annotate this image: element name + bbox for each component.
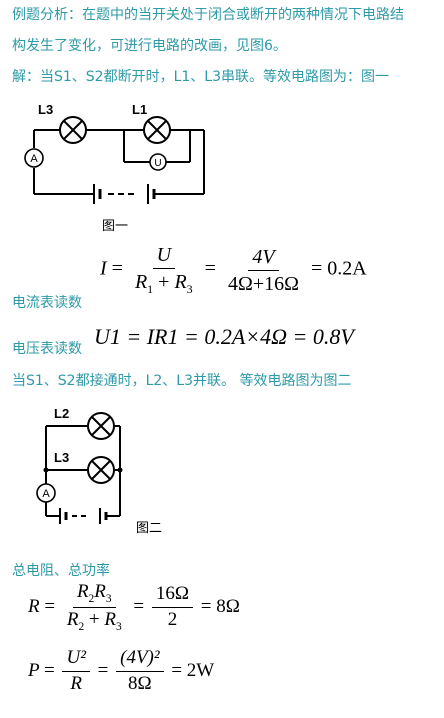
label-l3-parallel: L3 [54,450,69,465]
voltmeter-reading-label: 电压表读数 [12,341,82,357]
lamp-l3-parallel-icon [87,456,115,484]
equation-current: I = U R1 + R3 = 4V 4Ω+16Ω = 0.2A [100,244,367,296]
ammeter-parallel-icon: A [36,483,56,503]
parallel-text: 当S1、S2都接通时，L2、L3并联。 等效电路图为图二 [12,373,352,389]
voltmeter-icon: U [149,153,167,171]
svg-text:U: U [154,158,161,169]
figure-2-caption: 图二 [136,520,162,535]
figure-1-circuit: A U L3 L1 图一 [24,102,205,233]
ammeter-reading-label: 电流表读数 [12,295,82,311]
svg-text:A: A [30,153,38,165]
intro-text: 例题分析：在题中的当开关处于闭合或断开的两种情况下电路结 构发生了变化，可进行电… [12,4,442,88]
lamp-l3-icon [59,116,87,144]
lamp-l1-icon [143,116,171,144]
equation-resistance: R = R2R3 R2 + R3 = 16Ω 2 = 8Ω [28,581,240,634]
lamp-l2-icon [87,412,115,440]
figure-1-caption: 图一 [102,218,128,233]
label-l1: L1 [132,102,147,117]
label-l2: L2 [54,406,69,421]
intro-line-2: 构发生了变化，可进行电路的改画，见图6。 [12,38,287,54]
label-l3: L3 [38,102,53,117]
equation-power: P = U² R = (4V)² 8Ω = 2W [28,647,215,694]
figure-2-circuit: A L2 L3 图二 [36,406,162,535]
intro-line-3: 解：当S1、S2都断开时，L1、L3串联。等效电路图为：图一 [12,69,390,85]
totals-label: 总电阻、总功率 [12,563,110,579]
svg-text:A: A [42,488,50,500]
ammeter-icon: A [24,148,44,168]
equation-voltage: U1 = IR1 = 0.2A×4Ω = 0.8V [94,324,354,349]
intro-line-1: 例题分析：在题中的当开关处于闭合或断开的两种情况下电路结 [12,7,404,23]
